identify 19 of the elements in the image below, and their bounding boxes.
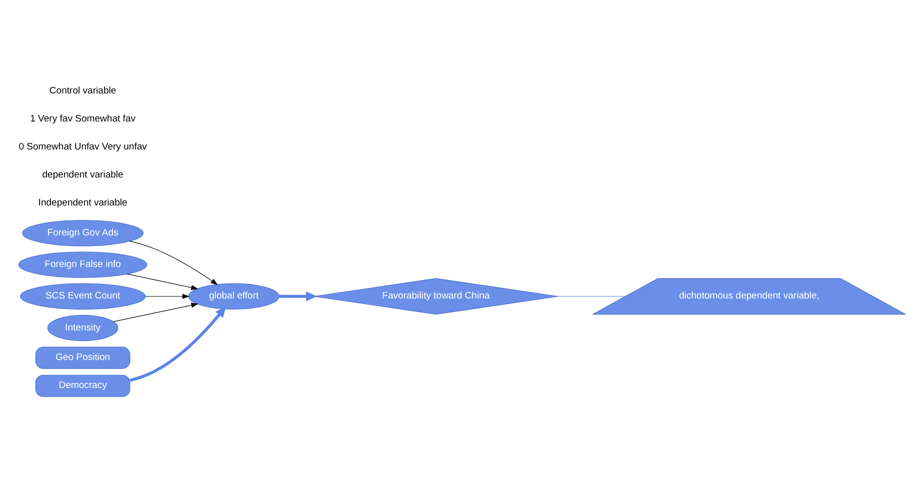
connector: [558, 296, 626, 297]
label: dependent variable: [42, 170, 124, 181]
label: Control variable: [49, 85, 116, 96]
node-ellipse: Intensity: [47, 314, 118, 342]
arrow: [130, 240, 218, 285]
node-ellipse: Foreign False info: [18, 252, 148, 278]
label: 1 Very fav Somewhat fav: [30, 113, 136, 124]
arrow: [279, 291, 318, 302]
label: Independent variable: [38, 198, 128, 209]
label: 0 Somewhat Unfav Very unfav: [18, 141, 147, 152]
node-diamond: Favorability toward China: [313, 278, 559, 315]
node-ellipse: SCS Event Count: [20, 283, 146, 310]
node-box: Democracy: [35, 374, 130, 397]
node-box: Geo Position: [35, 346, 130, 369]
arrow: [113, 302, 198, 322]
arrow: [145, 294, 190, 299]
node-ellipse: Foreign Gov Ads: [22, 220, 144, 246]
arrow: [126, 274, 198, 290]
arrow: [130, 306, 226, 382]
